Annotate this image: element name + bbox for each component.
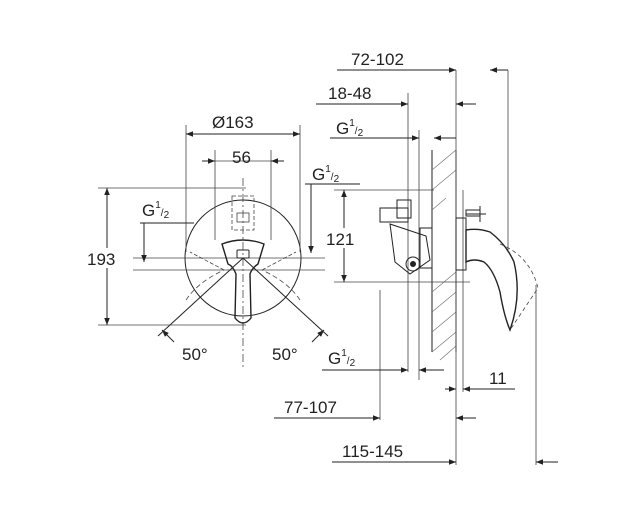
side-view: 72-102 18-48 G1/2 121 G1/2 11 77-107	[274, 50, 558, 465]
dim-56-label: 56	[232, 148, 251, 167]
thread-side-top-label: G1/2	[336, 118, 364, 139]
dim-18-48-label: 18-48	[328, 84, 371, 103]
cartridge-outline	[231, 195, 255, 231]
dim-diameter-label: Ø163	[212, 113, 254, 132]
rotation-arc-right	[261, 269, 301, 301]
cartridge-cap	[236, 212, 250, 223]
rotation-arc-left	[185, 269, 225, 301]
thread-top-right-label: G1/2	[312, 164, 340, 185]
dim-121-label: 121	[326, 230, 354, 249]
angle-right-label: 50°	[272, 345, 298, 364]
wall-section	[431, 149, 457, 361]
valve-body	[379, 199, 486, 275]
angle-left-label: 50°	[182, 345, 208, 364]
lever-side-profile	[465, 228, 539, 332]
dim-193-label: 193	[87, 250, 115, 269]
angle-leg-left	[157, 257, 244, 337]
angle-leg-right	[242, 257, 329, 337]
dim-11-label: 11	[489, 369, 507, 388]
dim-72-102-label: 72-102	[351, 50, 404, 69]
dim-77-107-label: 77-107	[284, 398, 337, 417]
front-view: Ø163 56 193 G1/2 G1/2 50° 50°	[86, 113, 360, 368]
dim-115-145-label: 115-145	[342, 442, 403, 461]
thread-left-label: G1/2	[142, 200, 170, 221]
thread-side-bottom-label: G1/2	[328, 348, 356, 369]
